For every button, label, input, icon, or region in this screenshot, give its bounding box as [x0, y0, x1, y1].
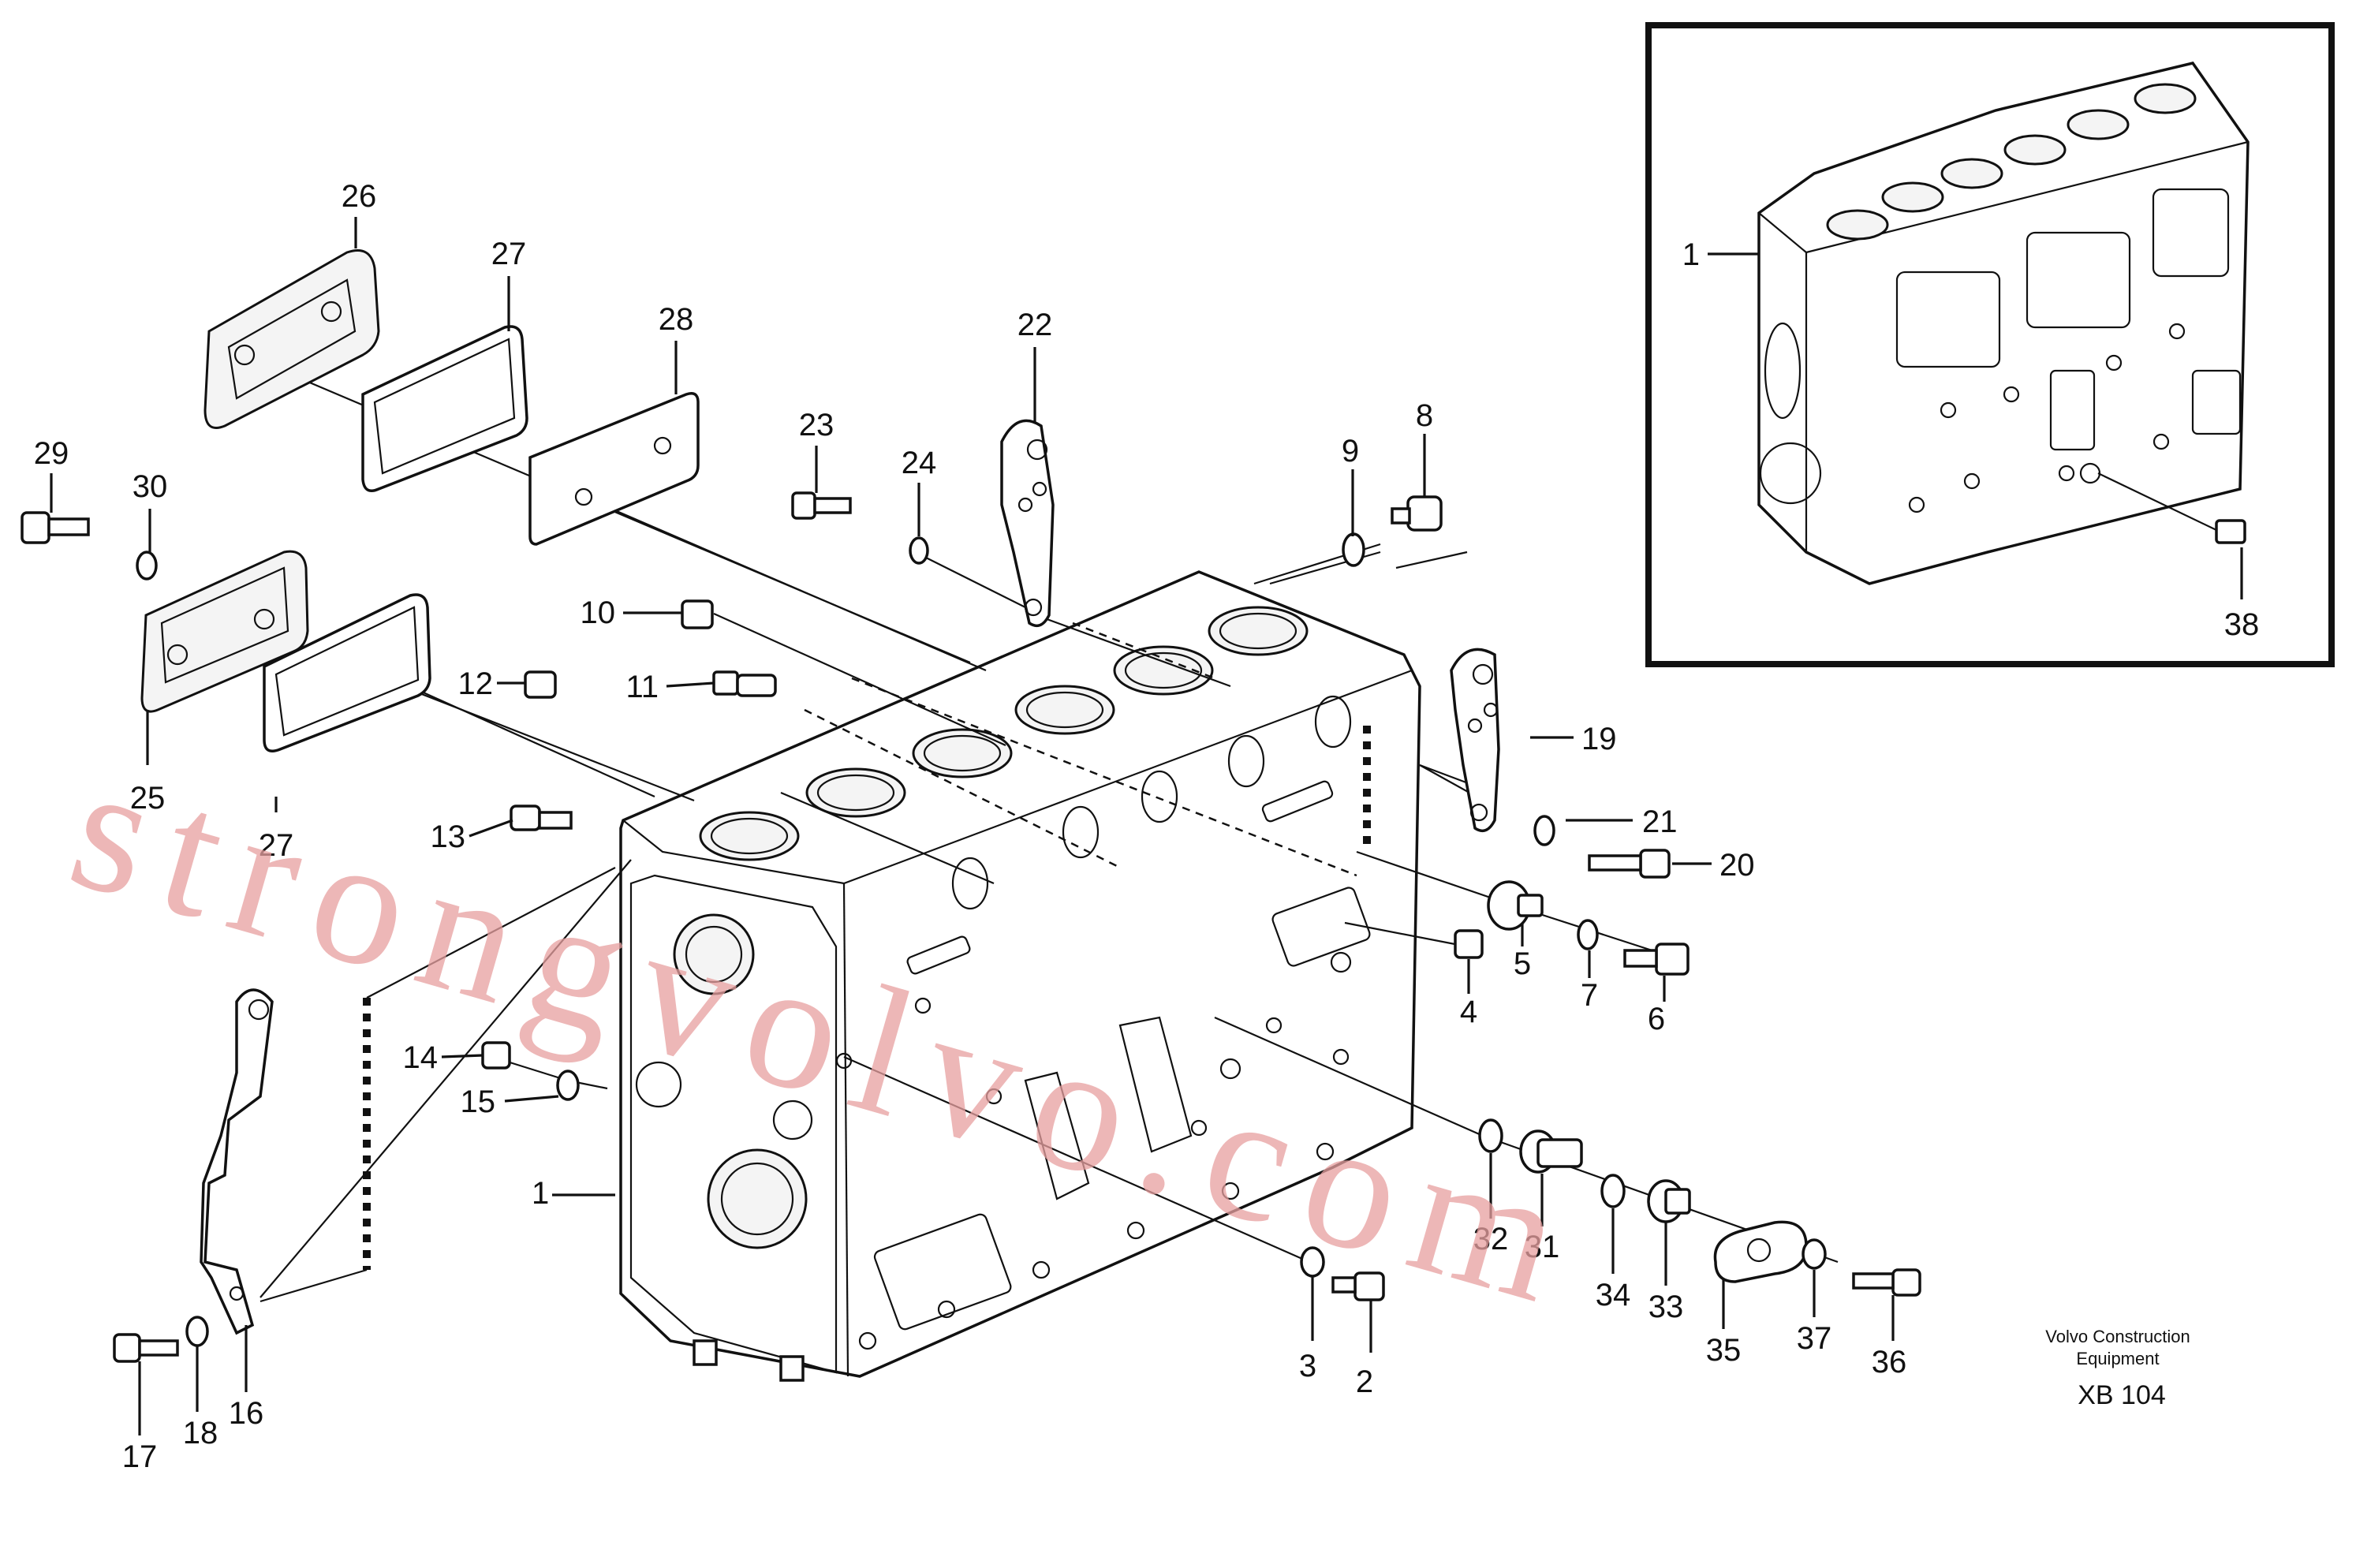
part-22-bracket [1000, 419, 1055, 628]
part-28-shield [528, 392, 700, 546]
part-37-washer [1802, 1238, 1827, 1270]
part-13-plug [510, 805, 573, 831]
callout-label: 9 [1342, 434, 1359, 469]
callout-labels: 1 2 3 4 5 6 7 8 9 10 11 12 13 14 15 16 1… [34, 179, 2260, 1474]
part-17-bolt [113, 1333, 179, 1363]
inset-frame [1645, 22, 2335, 667]
callout-label: 16 [229, 1396, 264, 1431]
callout-label: 13 [431, 819, 466, 854]
callout-label: 27 [491, 237, 527, 271]
part-35-flange [1713, 1220, 1808, 1283]
brand-line-2: Equipment [2076, 1349, 2159, 1368]
inset-view [1645, 22, 2335, 667]
callout-label: 5 [1514, 946, 1531, 981]
part-31-fitting [1519, 1129, 1583, 1174]
callout-label: 11 [625, 670, 659, 704]
callout-label: 32 [1473, 1222, 1509, 1256]
part-21-washer [1533, 815, 1555, 846]
part-25-cover [140, 550, 309, 713]
callout-label: 24 [902, 446, 937, 480]
part-4-plug [1454, 929, 1484, 959]
callout-label: 1 [1682, 237, 1700, 272]
part-18-washer [185, 1316, 209, 1347]
callout-label: 3 [1299, 1349, 1316, 1383]
part-33-plug [1647, 1179, 1691, 1223]
callout-label: 21 [1642, 805, 1678, 839]
assembly-lines [244, 353, 1839, 1303]
part-26-cover [203, 249, 380, 429]
callout-label: 18 [183, 1416, 218, 1450]
callout-label: 22 [1017, 308, 1053, 342]
part-30-washer [136, 551, 158, 581]
part-19-bracket [1450, 648, 1500, 833]
brand-line-1: Volvo Construction [2045, 1327, 2190, 1346]
engine-block [619, 570, 1421, 1382]
callout-label: 2 [1356, 1365, 1373, 1399]
part-27-gasket-lower [263, 593, 431, 752]
part-24-washer [909, 536, 929, 565]
part-32-oring [1478, 1118, 1503, 1153]
callout-label: 38 [2224, 607, 2260, 642]
callout-label: 23 [799, 408, 834, 442]
callout-label: 26 [342, 179, 377, 214]
part-7-washer [1577, 919, 1599, 950]
part-6-plug [1623, 943, 1690, 976]
callout-label: 15 [461, 1085, 496, 1119]
part-2-bolt [1331, 1271, 1385, 1301]
part-20-bolt [1588, 849, 1671, 879]
part-11-sensor [712, 670, 777, 697]
callout-label: 19 [1581, 722, 1617, 756]
inset-engine-block [1757, 62, 2250, 585]
inset-plug-38 [2097, 472, 2246, 544]
callout-label: 4 [1460, 995, 1477, 1029]
callout-label: 20 [1719, 848, 1755, 883]
callout-label: 10 [581, 595, 616, 630]
part-16-bracket [200, 988, 274, 1335]
part-34-oring [1600, 1174, 1626, 1208]
callout-label: 25 [130, 781, 166, 816]
part-15-washer [556, 1070, 580, 1101]
part-5-plug [1487, 880, 1544, 931]
callout-label: 6 [1648, 1002, 1665, 1036]
callout-label: 31 [1525, 1230, 1560, 1264]
drawing-code: XB 104 [2078, 1380, 2166, 1410]
part-36-bolt [1852, 1268, 1921, 1297]
callout-label: 36 [1872, 1345, 1907, 1379]
part-9-washer [1342, 532, 1365, 567]
callout-label: 12 [458, 666, 494, 701]
callout-label: 37 [1797, 1321, 1832, 1356]
callout-label: 27 [259, 828, 294, 863]
callout-label: 33 [1648, 1290, 1684, 1324]
part-10-plug [681, 599, 714, 629]
callout-label: 28 [659, 302, 694, 337]
part-27-gasket [361, 325, 528, 492]
callout-label: 35 [1706, 1333, 1742, 1368]
callout-leaders [50, 217, 1895, 1435]
callout-label: 34 [1596, 1278, 1631, 1312]
brand-block: Volvo Construction Equipment XB 104 [2045, 1327, 2190, 1410]
callout-label: 17 [122, 1439, 158, 1474]
part-29-bolt [21, 511, 90, 544]
callout-label: 29 [34, 436, 69, 471]
callout-label: 1 [532, 1176, 549, 1211]
callout-label: 30 [133, 469, 168, 504]
callout-label: 14 [403, 1040, 439, 1075]
part-8-plug [1391, 495, 1443, 532]
part-12-plug [524, 670, 557, 699]
callout-label: 8 [1416, 398, 1433, 433]
callout-label: 7 [1581, 978, 1598, 1013]
part-23-bolt [791, 491, 852, 520]
